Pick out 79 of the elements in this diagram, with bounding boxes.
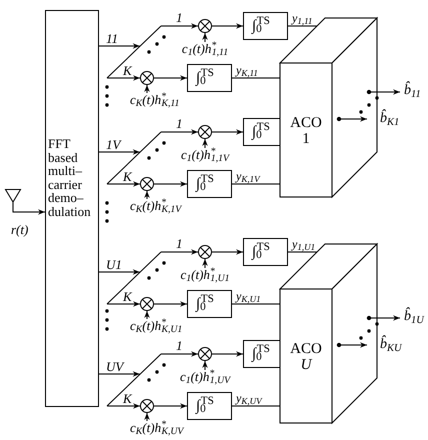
integrator-box [243, 12, 288, 40]
integrator-box [243, 118, 280, 146]
arrow [366, 89, 400, 95]
arrow [212, 23, 244, 29]
edge-label: r(t) [11, 223, 28, 236]
integrator-box [187, 290, 232, 318]
integrator-box [243, 340, 280, 368]
antenna-symbol [5, 189, 21, 203]
edge-label: U1 [106, 258, 122, 271]
arrow [106, 301, 140, 307]
integrator-box [187, 392, 232, 420]
arrow [212, 249, 244, 255]
edge-label: K [123, 170, 132, 183]
multiplier-symbol [198, 245, 212, 259]
edge-label: UV [106, 360, 124, 373]
arrow [336, 116, 368, 122]
arrow [12, 202, 46, 215]
multiplier-symbol [198, 125, 212, 139]
splitter-line [107, 26, 161, 78]
edge-label: 1V [106, 138, 120, 151]
arrow [98, 43, 140, 49]
edge-label: y$_{K,U1}$ [236, 290, 261, 302]
edge-label: y$_{K,UV}$ [236, 392, 262, 404]
multiplier-symbol [140, 399, 154, 413]
edge-label: 1 [176, 339, 182, 352]
arrow [202, 32, 208, 42]
arrow [144, 190, 150, 200]
edge-label: 1 [176, 237, 182, 250]
arrow [336, 342, 368, 348]
arrow [212, 129, 244, 135]
arrow [154, 181, 188, 187]
edge-label: K [123, 64, 132, 77]
multiplier-symbol [198, 347, 212, 361]
edge-label: 1 [176, 117, 182, 130]
edge-label: y$_{K,1V}$ [236, 170, 260, 182]
edge-label: 11 [106, 32, 118, 45]
cuboid-block [280, 244, 377, 423]
arrow [202, 138, 208, 148]
arrow [98, 371, 140, 377]
edge-label: K [123, 392, 132, 405]
arrow [202, 360, 208, 370]
box-label: FFT based multi–carrier demo–dulation [48, 137, 92, 218]
arrow [160, 23, 198, 29]
edge-label: y$_{1,11}$ [292, 12, 312, 24]
splitter-line [107, 354, 161, 406]
arrow [106, 403, 140, 409]
arrow [160, 129, 198, 135]
multiplier-symbol [198, 19, 212, 33]
splitter-line [107, 252, 161, 304]
block-label: ACO 1 [289, 115, 323, 147]
arrow [144, 84, 150, 94]
arrow [154, 403, 188, 409]
arrow [154, 75, 188, 81]
edge-label: y$_{K,11}$ [236, 64, 258, 76]
cuboid-block [280, 18, 377, 197]
arrow [154, 301, 188, 307]
integrator-box [187, 64, 232, 92]
arrow [98, 149, 140, 155]
arrow [212, 351, 244, 357]
arrow [106, 181, 140, 187]
splitter-line [107, 132, 161, 184]
edge-label: y$_{1,U1}$ [292, 238, 316, 250]
arrow [366, 315, 400, 321]
multiplier-symbol [140, 177, 154, 191]
process-box [45, 10, 99, 407]
edge-label: K [123, 290, 132, 303]
arrow [202, 258, 208, 268]
multiplier-symbol [140, 297, 154, 311]
arrow [144, 412, 150, 422]
edge-label: 1 [176, 11, 182, 24]
arrow [160, 351, 198, 357]
arrow [160, 249, 198, 255]
arrow [98, 269, 140, 275]
multiplier-symbol [140, 71, 154, 85]
block-label: ACO U [289, 341, 323, 373]
integrator-box [187, 170, 232, 198]
integrator-box [243, 238, 288, 266]
arrow [106, 75, 140, 81]
arrow [144, 310, 150, 320]
